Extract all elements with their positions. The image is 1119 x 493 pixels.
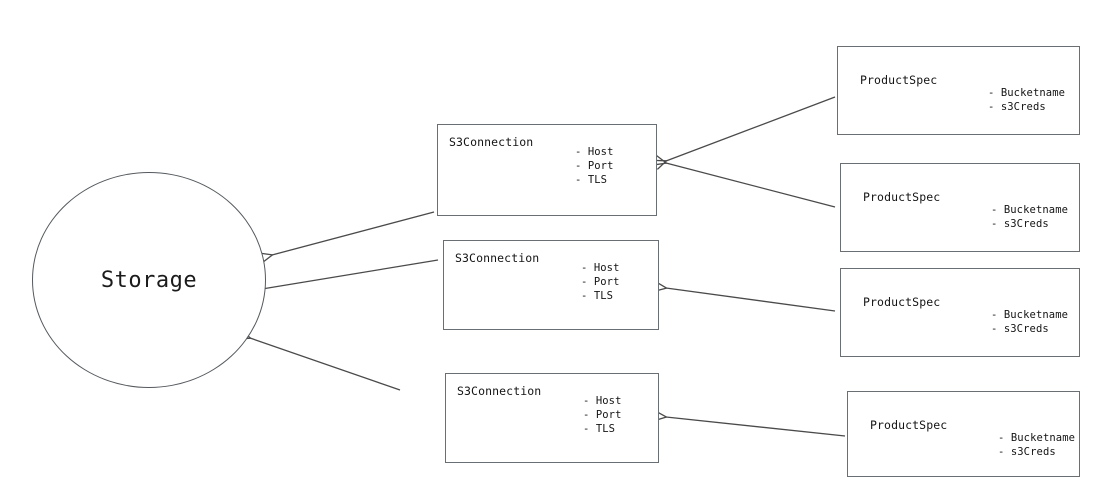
s3connection-node-3[interactable]: S3Connection - Host - Port - TLS — [445, 373, 659, 463]
s3connection-field-tls: - TLS — [575, 174, 608, 186]
productspec-fields: - Bucketname - s3Creds — [988, 86, 1065, 114]
s3connection-title: S3Connection — [455, 251, 540, 265]
arrow-productspec-4-to-s3connection-3 — [666, 417, 846, 437]
storage-node[interactable]: Storage — [32, 172, 266, 388]
arrow-productspec-2-to-s3connection-1 — [666, 163, 836, 208]
productspec-node-2[interactable]: ProductSpec - Bucketname - s3Creds — [840, 163, 1080, 252]
arrow-s3connection-3-to-storage — [250, 338, 401, 391]
productspec-title: ProductSpec — [863, 190, 941, 204]
arrow-productspec-1-to-s3connection-1 — [666, 96, 836, 161]
s3connection-title: S3Connection — [457, 384, 542, 398]
s3connection-fields: - Host - Port - TLS — [583, 394, 622, 436]
s3connection-field-host: - Host — [583, 395, 622, 407]
productspec-title: ProductSpec — [870, 418, 948, 432]
productspec-title: ProductSpec — [860, 73, 938, 87]
productspec-field-s3creds: - s3Creds — [991, 323, 1049, 335]
productspec-field-s3creds: - s3Creds — [988, 101, 1046, 113]
productspec-field-bucketname: - Bucketname — [998, 432, 1076, 444]
arrow-s3connection-2-to-storage — [262, 259, 439, 289]
arrow-s3connection-1-to-storage — [272, 211, 435, 255]
productspec-field-s3creds: - s3Creds — [998, 446, 1056, 458]
s3connection-field-tls: - TLS — [583, 423, 616, 435]
arrow-productspec-3-to-s3connection-2 — [666, 288, 836, 312]
s3connection-field-port: - Port — [581, 276, 620, 288]
s3connection-field-port: - Port — [583, 409, 622, 421]
s3connection-field-tls: - TLS — [581, 290, 614, 302]
productspec-title: ProductSpec — [863, 295, 941, 309]
productspec-field-bucketname: - Bucketname — [991, 309, 1069, 321]
productspec-fields: - Bucketname - s3Creds — [991, 308, 1068, 336]
s3connection-title: S3Connection — [449, 135, 534, 149]
productspec-node-4[interactable]: ProductSpec - Bucketname - s3Creds — [847, 391, 1080, 477]
s3connection-field-host: - Host — [575, 146, 614, 158]
s3connection-field-host: - Host — [581, 262, 620, 274]
s3connection-fields: - Host - Port - TLS — [581, 261, 620, 303]
productspec-field-s3creds: - s3Creds — [991, 218, 1049, 230]
s3connection-fields: - Host - Port - TLS — [575, 145, 614, 187]
productspec-fields: - Bucketname - s3Creds — [991, 203, 1068, 231]
storage-label: Storage — [100, 267, 198, 293]
productspec-fields: - Bucketname - s3Creds — [998, 431, 1075, 459]
s3connection-node-1[interactable]: S3Connection - Host - Port - TLS — [437, 124, 657, 216]
productspec-field-bucketname: - Bucketname — [988, 87, 1066, 99]
s3connection-field-port: - Port — [575, 160, 614, 172]
productspec-node-1[interactable]: ProductSpec - Bucketname - s3Creds — [837, 46, 1080, 135]
s3connection-node-2[interactable]: S3Connection - Host - Port - TLS — [443, 240, 659, 330]
productspec-field-bucketname: - Bucketname — [991, 204, 1069, 216]
productspec-node-3[interactable]: ProductSpec - Bucketname - s3Creds — [840, 268, 1080, 357]
